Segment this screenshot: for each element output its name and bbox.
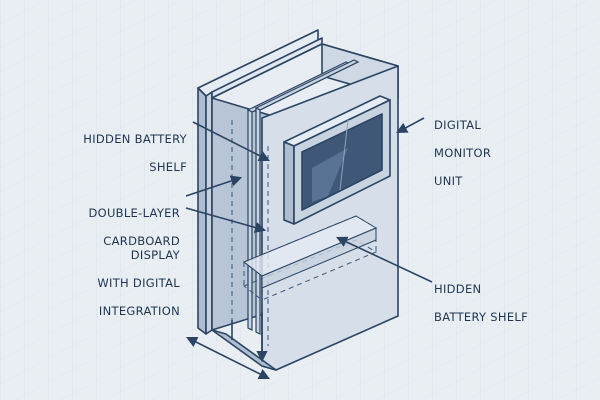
label-double-layer-display: DOUBLE-LAYER CARDBOARD DISPLAY WITH DIGI… bbox=[54, 192, 180, 332]
arrow-icon bbox=[192, 121, 270, 162]
label-line: BATTERY SHELF bbox=[434, 310, 529, 324]
arrow-icon bbox=[335, 236, 433, 283]
label-line: HIDDEN bbox=[434, 282, 482, 296]
label-line: CARDBOARD DISPLAY bbox=[103, 234, 180, 262]
label-hidden-battery-shelf-top: HIDDEN BATTERY SHELF bbox=[72, 118, 187, 188]
inner-cardboard-layers bbox=[246, 59, 360, 335]
label-line: MONITOR bbox=[434, 146, 492, 160]
arrow-icon bbox=[185, 175, 243, 197]
label-line: UNIT bbox=[434, 174, 463, 188]
label-hidden-battery-shelf-right: HIDDEN BATTERY SHELF bbox=[434, 268, 554, 338]
arrow-icon bbox=[396, 117, 425, 134]
double-arrow-icon bbox=[185, 336, 271, 380]
display-back-layer bbox=[197, 29, 323, 335]
arrow-icon bbox=[185, 207, 267, 233]
label-digital-monitor-unit: DIGITAL MONITOR UNIT bbox=[434, 104, 544, 202]
leader-arrows bbox=[185, 117, 433, 380]
label-line: HIDDEN BATTERY bbox=[83, 132, 187, 146]
label-line: DOUBLE-LAYER bbox=[88, 206, 180, 220]
label-line: WITH DIGITAL bbox=[97, 276, 180, 290]
label-line: INTEGRATION bbox=[98, 304, 180, 318]
label-line: SHELF bbox=[149, 160, 187, 174]
digital-monitor bbox=[283, 95, 391, 225]
label-line: DIGITAL bbox=[434, 118, 482, 132]
